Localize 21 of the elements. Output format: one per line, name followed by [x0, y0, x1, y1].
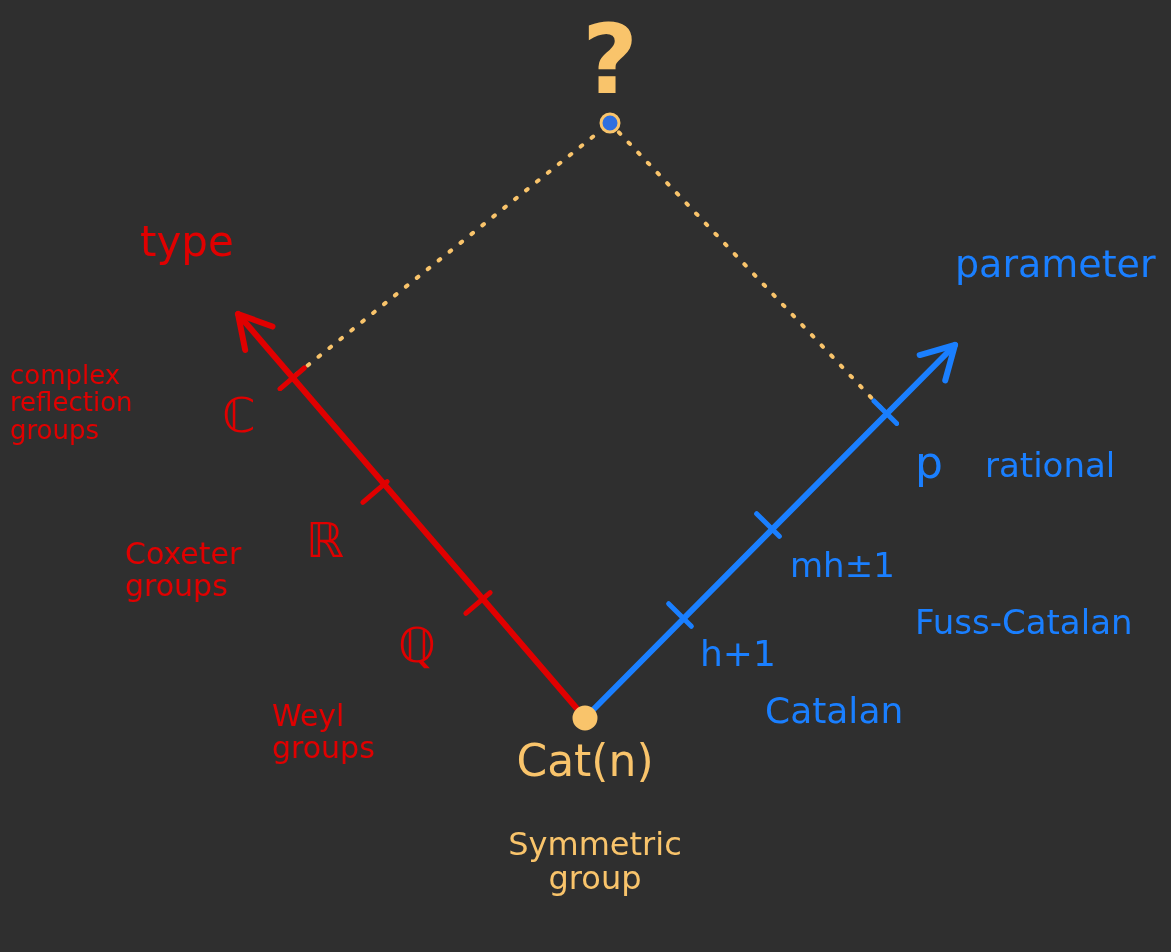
tick-label: mh±1 — [790, 548, 895, 584]
group-label: Coxeter groups — [125, 538, 243, 601]
parameter-label: Fuss-Catalan — [915, 605, 1133, 641]
origin-dot — [572, 705, 598, 731]
tick-label: ℂ — [222, 390, 256, 441]
tick-label: p — [915, 440, 943, 487]
tick-mark — [276, 364, 308, 392]
point-dot — [599, 112, 621, 134]
tick-label: ℝ — [306, 515, 344, 566]
group-label: complex reflection groups — [10, 362, 134, 444]
node-caption: Cat(n) — [515, 738, 655, 785]
axis-label: type — [140, 220, 234, 265]
parameter-label: Catalan — [765, 692, 904, 730]
node-caption: Symmetric group — [507, 828, 683, 896]
group-label: Weyl groups — [272, 700, 376, 763]
question-mark: ? — [581, 10, 639, 111]
parameter-label: rational — [985, 448, 1116, 484]
tick-label: ℚ — [398, 620, 436, 671]
axis-label: parameter — [955, 245, 1156, 285]
tick-label: h+1 — [700, 635, 776, 673]
tick-mark — [870, 397, 900, 427]
